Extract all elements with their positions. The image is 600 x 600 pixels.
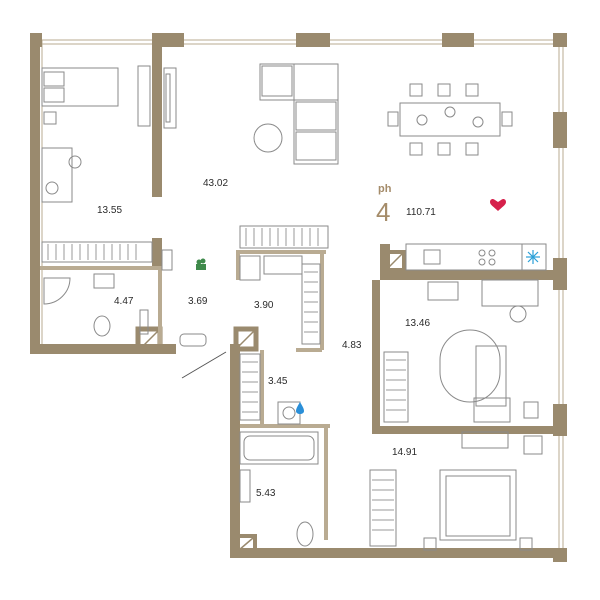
room-area-label: 4.47 xyxy=(114,296,134,307)
walls xyxy=(30,33,567,562)
plan-total-area: 110.71 xyxy=(406,207,436,218)
snowflake-icon xyxy=(526,250,540,264)
entrance-door xyxy=(181,351,227,379)
plant-icon xyxy=(196,258,206,270)
room-area-label: 3.90 xyxy=(254,300,274,311)
room-area-label: 3.69 xyxy=(188,296,208,307)
room-area-label: 43.02 xyxy=(203,178,228,189)
room-area-label: 5.43 xyxy=(256,488,276,499)
room-area-label: 13.55 xyxy=(97,205,122,216)
room-area-label: 3.45 xyxy=(268,376,288,387)
room-area-label: 13.46 xyxy=(405,318,430,329)
plan-type-prefix: ph xyxy=(378,183,392,195)
furniture xyxy=(41,63,547,551)
room-area-label: 4.83 xyxy=(342,340,362,351)
heart-icon xyxy=(490,198,506,211)
water-drop-icon xyxy=(296,402,304,414)
thin-walls xyxy=(40,250,330,540)
plan-rooms-count: 4 xyxy=(376,197,390,227)
shaft-diagonals xyxy=(139,253,403,551)
hangers xyxy=(47,228,406,531)
room-area-label: 14.91 xyxy=(392,447,417,458)
